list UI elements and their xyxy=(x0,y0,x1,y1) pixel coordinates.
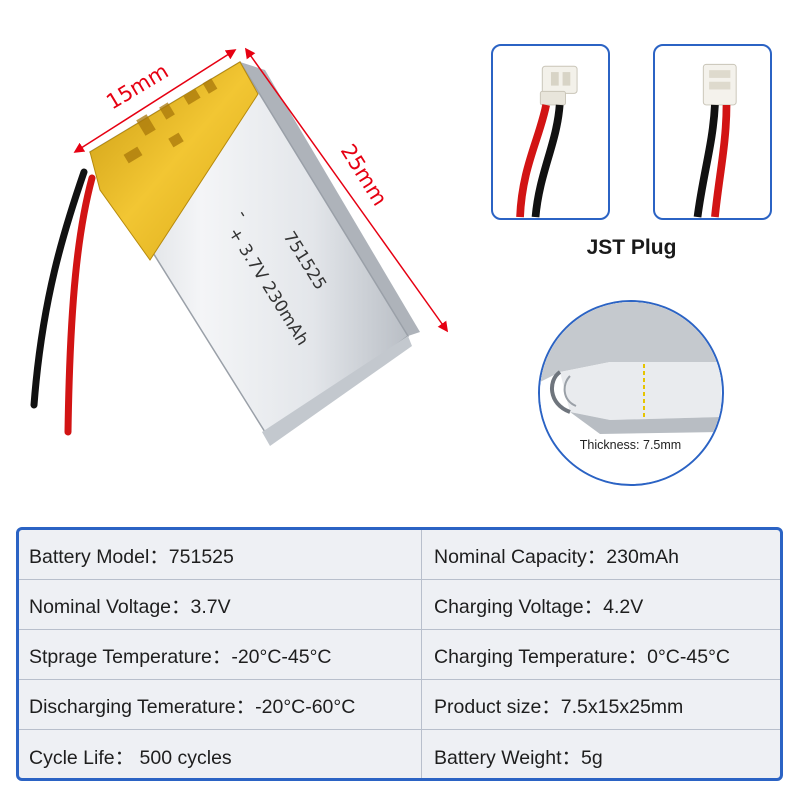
thickness-detail: Thickness: 7.5mm xyxy=(538,300,724,486)
spec-charging-temperature: Charging Temperature：0°C-45°C xyxy=(434,646,730,668)
spec-table: Battery Model：751525 Nominal Capacity：23… xyxy=(16,527,783,781)
spec-storage-temperature: Stprage Temperature：-20°C-45°C xyxy=(19,630,422,679)
spec-nominal-capacity: Nominal Capacity：230mAh xyxy=(434,546,679,568)
table-row: Discharging Temerature：-20°C-60°C Produc… xyxy=(19,680,780,730)
jst-plug-side-icon xyxy=(516,65,578,218)
spec-nominal-voltage: Nominal Voltage：3.7V xyxy=(19,580,422,629)
jst-plug-photo-front xyxy=(653,44,772,220)
battery-lip xyxy=(262,336,412,446)
spec-product-size: Product size：7.5x15x25mm xyxy=(434,696,684,718)
jst-plug-caption: JST Plug xyxy=(586,236,677,259)
table-row: Nominal Voltage：3.7V Charging Voltage：4.… xyxy=(19,580,780,630)
spec-discharging-temperature: Discharging Temerature：-20°C-60°C xyxy=(19,680,422,729)
thickness-label: Thickness: 7.5mm xyxy=(579,438,682,452)
table-row: Battery Model：751525 Nominal Capacity：23… xyxy=(19,530,780,580)
table-row: Cycle Life： 500 cycles Battery Weight：5g xyxy=(19,730,780,778)
length-dimension-label: 25mm xyxy=(336,140,392,210)
battery-illustration: 15mm 25mm - 751525 + 3.7V 230mAh xyxy=(30,47,449,446)
width-dimension-line xyxy=(73,49,237,153)
spec-charging-voltage: Charging Voltage：4.2V xyxy=(434,596,644,618)
jst-plug-photo-side xyxy=(491,44,610,220)
jst-plug-front-icon xyxy=(693,63,737,218)
spec-cycle-life: Cycle Life： 500 cycles xyxy=(19,730,422,778)
battery-edge-closeup-icon xyxy=(540,302,721,483)
black-wire xyxy=(30,168,88,409)
length-dimension-line xyxy=(244,47,449,333)
red-wire xyxy=(64,174,96,436)
table-row: Stprage Temperature：-20°C-45°C Charging … xyxy=(19,630,780,680)
spec-battery-model: Battery Model：751525 xyxy=(19,530,422,579)
spec-battery-weight: Battery Weight：5g xyxy=(434,746,603,769)
